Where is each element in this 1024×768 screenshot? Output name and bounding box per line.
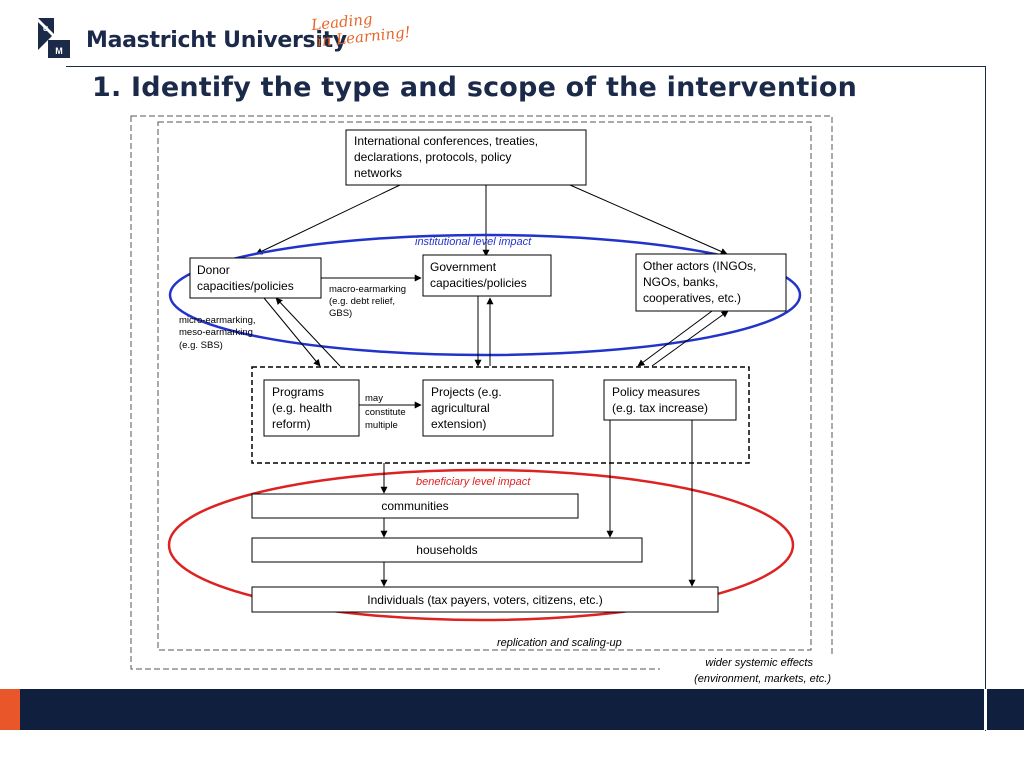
svg-text:M: M [55,46,63,56]
donor-line-2: capacities/policies [197,279,294,293]
international-line-1: International conferences, treaties, [354,134,538,148]
households-label: households [416,543,477,557]
donor-box [189,257,322,299]
government-box [422,254,552,297]
programs-line-1: Programs [272,385,324,399]
programs-line-3: reform) [272,417,311,431]
micro-earmarking-line-1: micro-earmarking, [179,315,256,326]
projects-line-3: extension) [431,417,486,431]
institutional-label: institutional level impact [415,236,532,248]
other-actors-line-1: Other actors (INGOs, [643,259,756,273]
institutional-ellipse [168,233,802,357]
communities-label: communities [381,499,448,513]
may-constitute-line-3: multiple [365,420,398,431]
arrow-interventions-donor [275,297,341,367]
beneficiary-label: beneficiary level impact [416,476,531,488]
arrow-international-donor [255,184,401,255]
page-title: 1. Identify the type and scope of the in… [92,72,858,103]
government-line-1: Government [430,260,497,274]
projects-line-1: Projects (e.g. [431,385,502,399]
policy-measures-line-1: Policy measures [612,385,700,399]
may-constitute-line-1: may [365,393,383,404]
international-line-2: declarations, protocols, policy [354,150,511,164]
footer-accent [0,689,20,730]
may-constitute-line-2: constitute [365,407,406,418]
programs-line-2: (e.g. health [272,401,332,415]
macro-earmarking-line-2: (e.g. debt relief, [329,296,395,307]
policy-measures-box [603,379,737,421]
other-actors-box [635,253,787,312]
arrow-interventions-other [651,310,729,367]
micro-earmarking-line-2: meso-earmarking [179,327,253,338]
programs-box [263,379,360,437]
footer-divider [984,689,987,730]
international-line-3: networks [354,166,402,180]
arrow-other-interventions [637,310,713,367]
projects-line-2: agricultural [431,401,490,415]
university-name: Maastricht University [86,28,347,53]
beneficiary-ellipse [167,468,795,622]
frame-line-top [66,66,986,67]
projects-box [422,379,554,437]
micro-earmarking-line-3: (e.g. SBS) [179,340,223,351]
communities-box [251,493,579,519]
wider-effects-line-2: (environment, markets, etc.) [694,673,831,685]
international-box [345,129,587,186]
replication-frame [157,121,812,651]
wider-effects-line-1: wider systemic effects [705,657,813,669]
arrow-donor-interventions [263,297,321,367]
wider-systemic-frame [130,115,833,670]
macro-earmarking-line-1: macro-earmarking [329,284,406,295]
interventions-frame [251,366,750,464]
arrow-international-other [569,184,728,255]
policy-measures-line-2: (e.g. tax increase) [612,401,708,415]
individuals-box [251,586,719,613]
replication-label: replication and scaling-up [497,637,622,649]
donor-line-1: Donor [197,263,230,277]
other-actors-line-3: cooperatives, etc.) [643,291,741,305]
footer-bar [20,689,1024,730]
svg-text:U: U [43,26,48,33]
wider-effects-label-bg [660,656,840,690]
other-actors-line-2: NGOs, banks, [643,275,718,289]
macro-earmarking-line-3: GBS) [329,308,352,319]
households-box [251,537,643,563]
government-line-2: capacities/policies [430,276,527,290]
university-logo-icon: M U [38,18,70,58]
individuals-label: Individuals (tax payers, voters, citizen… [367,593,602,607]
frame-line-right [985,66,986,731]
